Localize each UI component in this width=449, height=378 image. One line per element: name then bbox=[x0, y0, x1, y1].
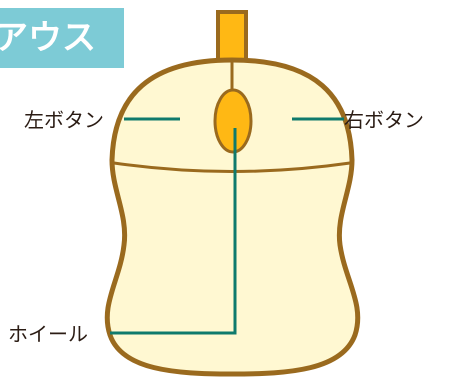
scroll-wheel bbox=[213, 88, 253, 154]
right-button-label: 右ボタン bbox=[344, 108, 424, 132]
mouse-body bbox=[104, 57, 361, 377]
title-banner: アウス bbox=[0, 8, 124, 68]
wheel-label: ホイール bbox=[8, 322, 88, 346]
button-divider-line bbox=[113, 161, 351, 173]
left-button-label: 左ボタン bbox=[24, 108, 104, 132]
wheel-leader-line bbox=[110, 128, 237, 335]
